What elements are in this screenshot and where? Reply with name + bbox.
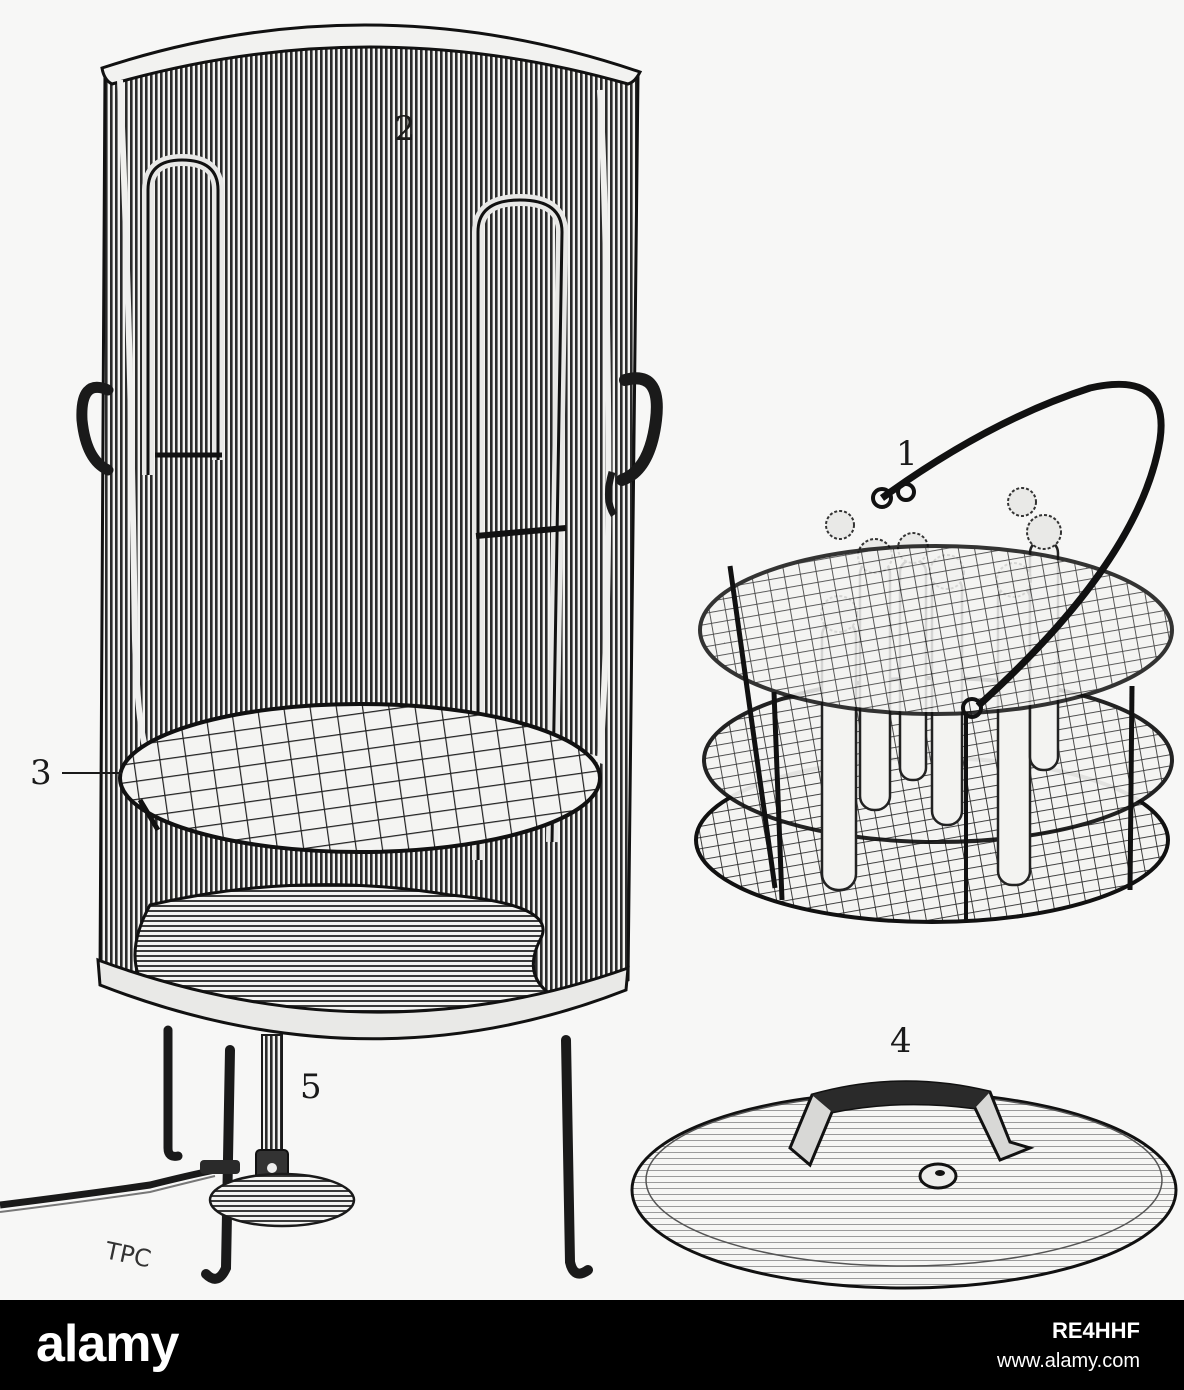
brand-logo: alamy [36, 1315, 179, 1373]
grid-shelf [118, 702, 602, 854]
wire-basket [694, 380, 1174, 924]
cylinder-leg-left [163, 1025, 183, 1161]
label-cylinder: 2 [394, 109, 416, 149]
cylinder-leg-front [201, 1045, 235, 1284]
illustration: 2 1 3 4 5 TPC [0, 23, 1178, 1290]
basket-bail-handle [879, 380, 1165, 709]
label-grid-shelf: 3 [30, 753, 52, 793]
image-id: RE4HHF [1051, 1318, 1140, 1343]
side-handle-left [76, 381, 114, 476]
cylinder-leg-right [561, 1035, 593, 1279]
label-basket: 1 [896, 434, 918, 474]
sterilizer-cylinder [0, 23, 663, 1284]
lid [630, 1080, 1178, 1290]
label-lid: 4 [890, 1021, 912, 1061]
gas-burner [0, 1034, 356, 1228]
side-handle-right [616, 372, 663, 486]
engraver-signature: TPC [102, 1236, 154, 1273]
footer-bar: alamy RE4HHF www.alamy.com [0, 1300, 1184, 1390]
site-url: www.alamy.com [997, 1350, 1140, 1372]
label-burner: 5 [300, 1067, 322, 1107]
